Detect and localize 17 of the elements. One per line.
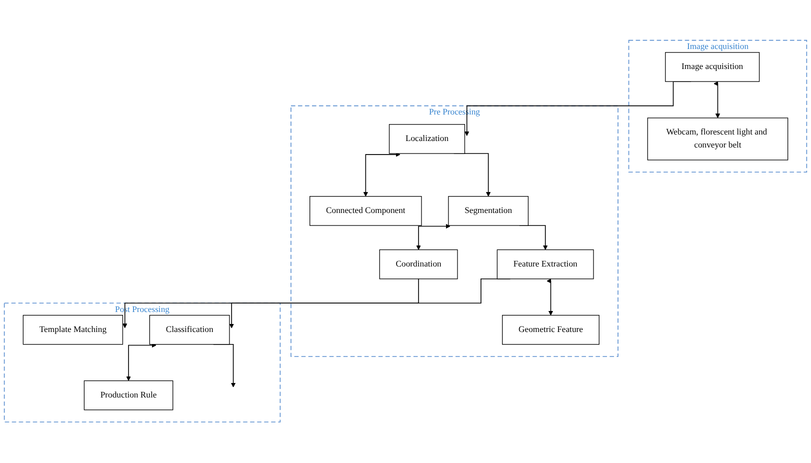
- arrow: [416, 224, 450, 250]
- arrow: [546, 278, 554, 316]
- arrow: [714, 82, 720, 118]
- node-box: Localization: [388, 124, 466, 154]
- arrow: [363, 152, 400, 197]
- node-box: Coordination: [379, 250, 458, 280]
- arrow: [122, 278, 419, 329]
- node-box: Image acquisition: [665, 52, 760, 82]
- node-box: Classification: [149, 315, 230, 346]
- node-box: Production Rule: [84, 380, 174, 411]
- node-box: Feature Extraction: [496, 250, 594, 280]
- node-box: Geometric Feature: [502, 315, 600, 346]
- node-box: Connected Component: [310, 196, 422, 226]
- node-box: Template Matching: [22, 315, 124, 346]
- node-box: Webcam, florescent light and conveyor belt: [647, 118, 788, 161]
- node-box: Segmentation: [448, 196, 529, 226]
- arrow: [126, 343, 156, 382]
